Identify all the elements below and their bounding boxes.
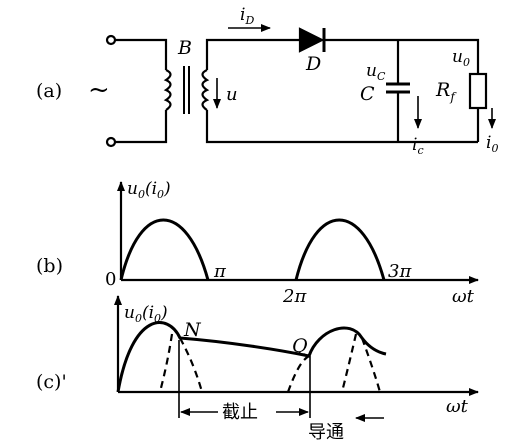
diode-label: D bbox=[305, 53, 321, 75]
input-terminal-top bbox=[105, 34, 117, 46]
ac-source-symbol: ~ bbox=[88, 75, 110, 105]
plot-c-dashed-decay-2b bbox=[340, 333, 358, 393]
secondary-lead-bottom bbox=[205, 110, 478, 144]
primary-lead-top bbox=[115, 38, 168, 70]
plot-c-x-label: ωt bbox=[446, 396, 469, 417]
plot-c-conduct-label: 导通 bbox=[308, 422, 344, 443]
panel-a-label: (a) bbox=[36, 80, 62, 102]
output-voltage-label: u0 bbox=[452, 47, 470, 69]
load-resistor bbox=[468, 72, 488, 110]
plot-c: (c)' u0(i0) N Q ωt 截止 导通 bbox=[36, 295, 479, 443]
plot-b-half-wave-2 bbox=[294, 218, 386, 281]
output-current-label: i0 bbox=[486, 133, 498, 155]
plot-c-dashed-decay-2 bbox=[360, 337, 382, 393]
plot-b-half-wave-1 bbox=[119, 218, 210, 281]
primary-lead-bottom bbox=[115, 110, 168, 144]
diode-current-label: iD bbox=[240, 5, 254, 27]
circuit-labels: (a) ~ B D iD u C uC ic Rf u0 i0 bbox=[36, 5, 498, 157]
plot-b-panel-label: (b) bbox=[36, 255, 63, 277]
circuit-diagram bbox=[105, 24, 496, 148]
secondary-lead-top bbox=[205, 38, 300, 70]
plot-c-dashed-decay-1 bbox=[179, 337, 204, 393]
plot-c-dashed-decay-1b bbox=[158, 333, 174, 393]
plot-b: (b) u0(i0) 0 π 2π 3π ωt bbox=[36, 179, 479, 307]
plot-c-filtered-output bbox=[116, 321, 387, 393]
capacitor-current-label: ic bbox=[412, 135, 424, 157]
transformer-label: B bbox=[177, 37, 192, 59]
plot-b-tick-3pi: 3π bbox=[388, 261, 412, 282]
plot-b-origin-label: 0 bbox=[105, 269, 116, 290]
secondary-voltage-label: u bbox=[226, 84, 238, 105]
plot-c-cutoff-label: 截止 bbox=[222, 402, 258, 423]
plot-b-y-label: u0(i0) bbox=[127, 179, 171, 201]
plot-c-point-q: Q bbox=[292, 335, 308, 357]
plot-b-tick-2pi: 2π bbox=[282, 286, 307, 307]
plot-c-point-n: N bbox=[183, 319, 202, 341]
top-rail bbox=[324, 38, 480, 74]
plot-c-dashed-rise-2 bbox=[286, 355, 310, 393]
plot-c-y-label: u0(i0) bbox=[124, 303, 168, 325]
plot-b-x-label: ωt bbox=[452, 286, 475, 307]
transformer-primary-coil bbox=[163, 68, 172, 111]
plot-c-panel-label: (c)' bbox=[36, 371, 67, 393]
capacitor-label: C bbox=[360, 83, 375, 105]
diode-symbol bbox=[298, 27, 325, 53]
plot-b-tick-pi: π bbox=[213, 261, 227, 282]
transformer-secondary-coil bbox=[201, 68, 210, 111]
load-resistor-label: Rf bbox=[435, 79, 457, 104]
capacitor-voltage-label: uC bbox=[366, 61, 386, 83]
input-terminal-bottom bbox=[105, 136, 117, 148]
